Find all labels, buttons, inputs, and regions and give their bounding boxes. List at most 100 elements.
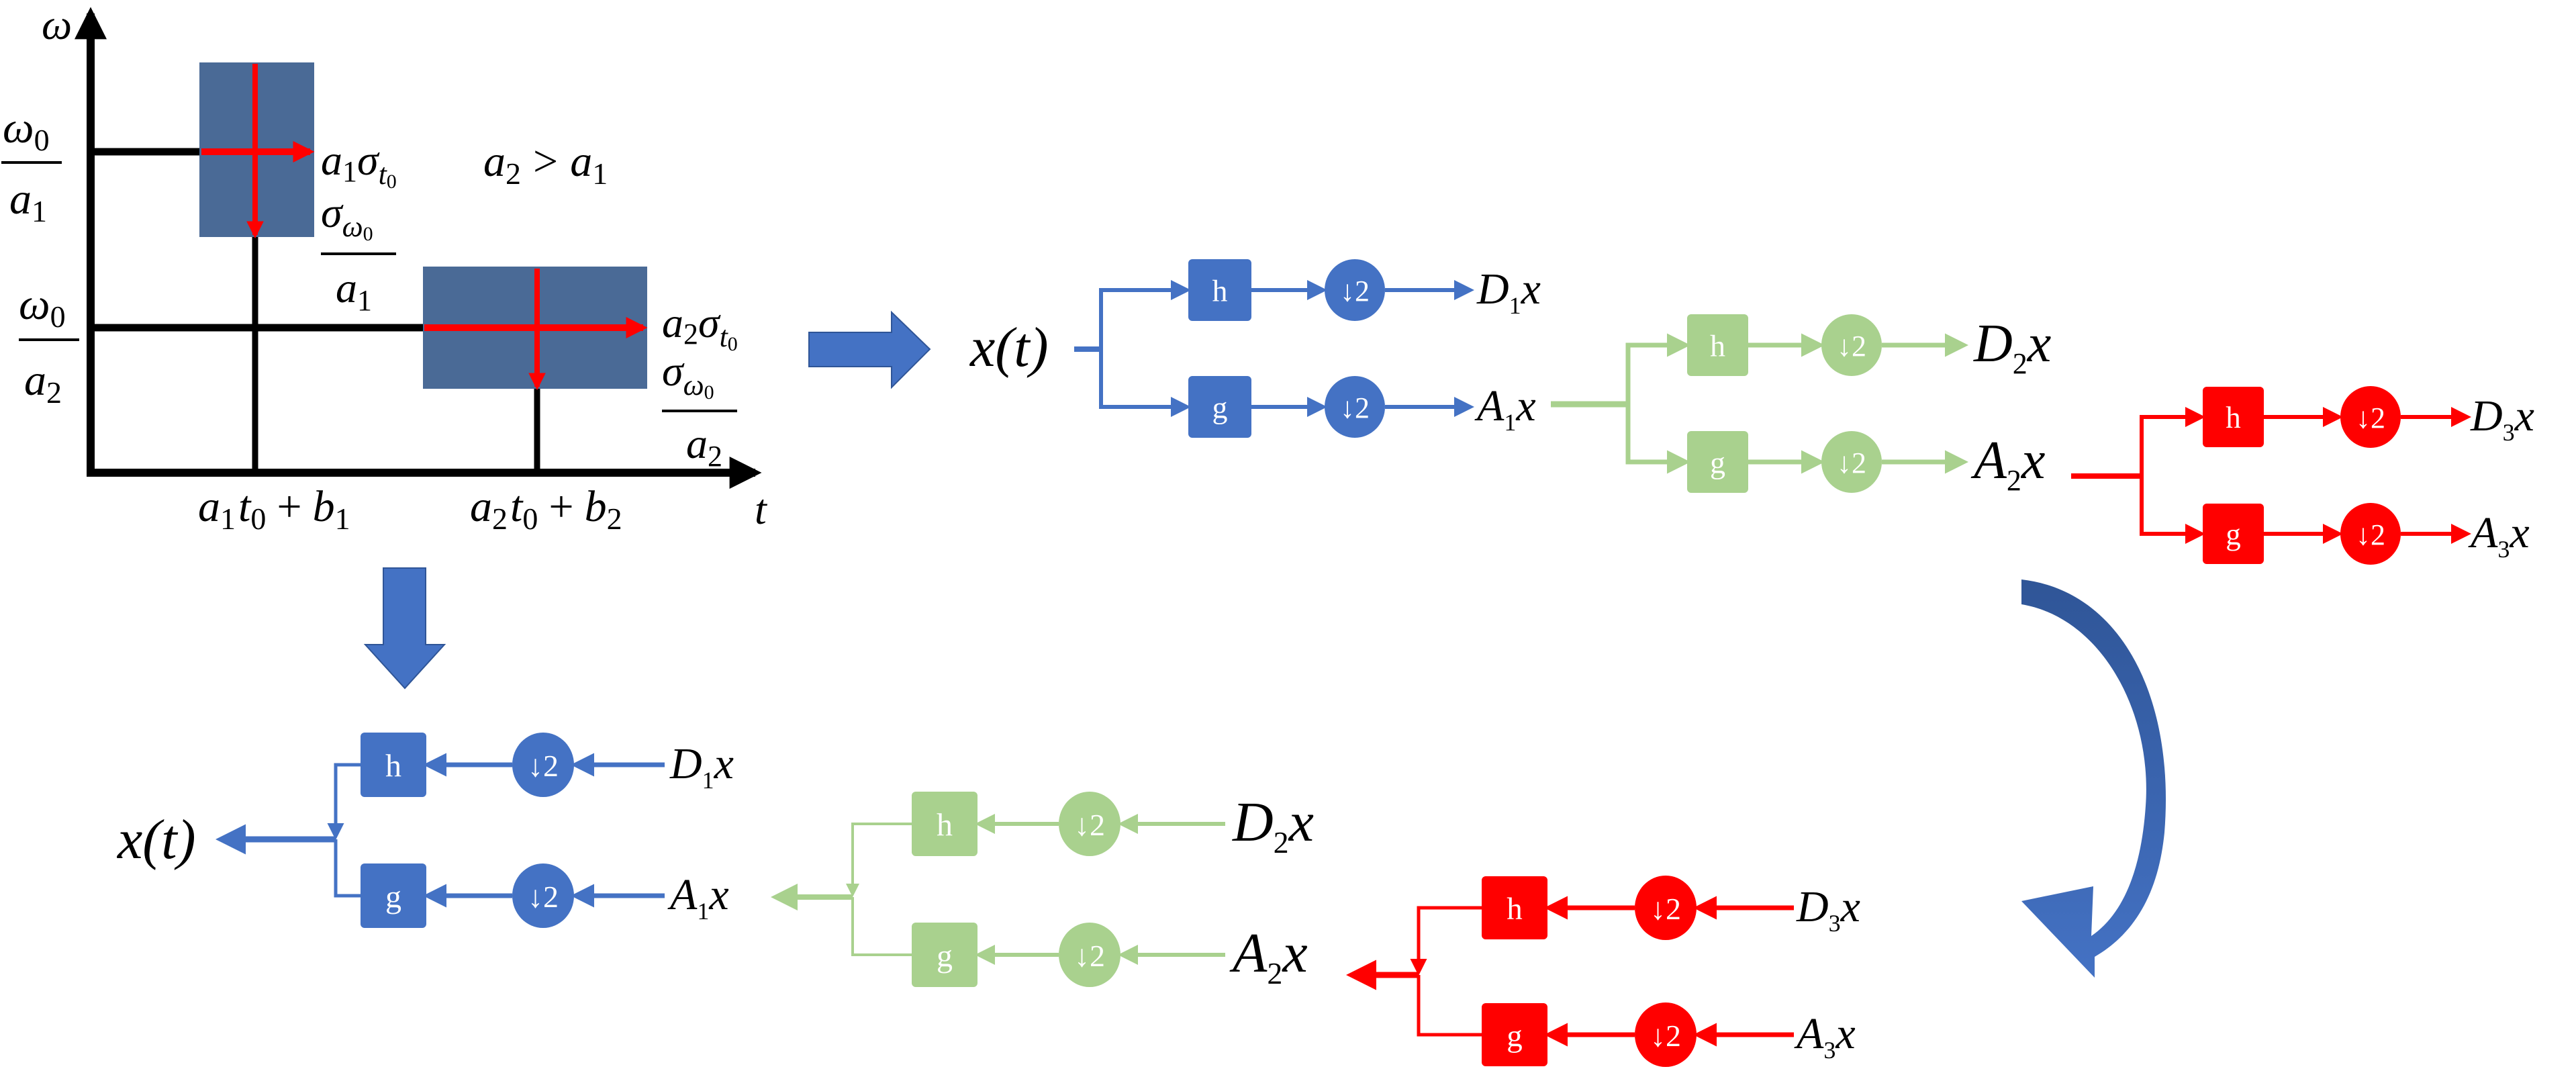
frequency-axis-label: ω [42,1,72,48]
upsample-approx: ↓2 [1635,1002,1697,1067]
svg-text:σω0: σω0 [662,347,714,404]
downsample-detail-label: ↓2 [2356,402,2385,434]
downsample-approx-label: ↓2 [1837,447,1866,479]
downsample-approx: ↓2 [2340,503,2401,565]
time-frequency-plane: ω t ω0 a1 ω0 a2 a1t0+b1 a2t0+b2 a1σt0 σω… [1,1,768,536]
synthesis-filter-g-label: g [385,879,401,915]
lowpass-input-wire [2140,476,2205,544]
svg-text:ω0: ω0 [3,103,50,157]
lowpass-merge-wire [334,839,361,898]
highpass-filter-h: h [1687,314,1748,376]
downsample-detail: ↓2 [2340,386,2401,448]
highpass-merge-wire [1410,906,1482,976]
time-axis-label: t [755,485,768,533]
upsample-detail-label: ↓2 [528,749,559,783]
upsample-approx: ↓2 [512,863,574,928]
upsample-approx: ↓2 [1059,923,1120,987]
downsample-approx: ↓2 [1325,376,1385,438]
downsample-detail: ↓2 [1821,314,1882,376]
synthesis-filter-g: g [1482,1003,1547,1066]
synthesis-filter-g: g [912,923,977,987]
detail-coefficients-label: D2x [1232,791,1314,859]
upsample-detail-label: ↓2 [1074,808,1105,842]
approx-coefficients-label: A1x [1474,381,1536,436]
svg-text:a2: a2 [24,356,62,410]
highpass-filter-h: h [1188,259,1251,321]
approx-coefficients-label: A2x [1970,431,2045,497]
lowpass-merge-wire [851,897,912,956]
synthesis-output-label: x(t) [116,808,196,871]
scale-condition: a2>a1 [483,137,608,191]
highpass-filter-h-label: h [1710,329,1725,363]
approx-coefficients-label: A1x [667,870,729,925]
synthesis-filter-g-label: g [937,938,953,974]
lowpass-filter-g-label: g [2226,518,2241,551]
svg-text:a1: a1 [336,264,372,317]
downsample-approx-label: ↓2 [1340,391,1370,424]
lowpass-filter-g: g [1687,431,1748,493]
highpass-merge-wire [327,763,361,840]
downsample-detail-label: ↓2 [1837,330,1866,363]
svg-text:a2: a2 [686,420,722,473]
tile-1-time-width-label: a1σt0 [321,136,397,193]
approx-coefficients-label: A3x [1794,1009,1856,1064]
approx-coefficients-label: A2x [1229,922,1308,990]
y-tick-omega0-over-a2: ω0 a2 [19,280,79,410]
upsample-approx-label: ↓2 [1650,1019,1681,1053]
x-tick-a1t0-plus-b1: a1t0+b1 [198,482,350,536]
lowpass-filter-g: g [2203,504,2264,564]
upsample-approx-label: ↓2 [1074,939,1105,973]
approx-coefficients-label: A3x [2468,508,2530,563]
svg-text:a1: a1 [9,175,47,228]
lowpass-filter-g-label: g [1212,391,1228,425]
synthesis-filter-h: h [361,733,426,797]
synthesis-filter-h: h [912,792,977,856]
highpass-filter-h-label: h [2226,401,2241,434]
detail-coefficients-label: D2x [1973,314,2051,380]
highpass-input-wire [1099,280,1191,349]
detail-coefficients-label: D3x [1796,882,1860,937]
downsample-detail: ↓2 [1325,259,1385,321]
synthesis-filter-h-label: h [937,807,953,843]
detail-coefficients-label: D3x [2470,391,2534,446]
highpass-filter-h: h [2203,387,2264,447]
lowpass-input-wire [1099,349,1191,417]
downsample-approx: ↓2 [1821,431,1882,493]
tile-2-time-width-label: a2σt0 [662,299,738,355]
upsample-detail: ↓2 [1635,876,1697,940]
y-tick-omega0-over-a1: ω0 a1 [1,103,62,228]
highpass-filter-h-label: h [1212,274,1228,308]
svg-text:σω0: σω0 [321,189,373,245]
synthesis-filter-g-label: g [1507,1019,1523,1054]
highpass-merge-wire [846,823,912,897]
upsample-detail: ↓2 [512,733,574,797]
synthesis-filter-g: g [361,863,426,928]
tile-2-freq-width-label: σω0 a2 [662,347,737,473]
svg-text:ω0: ω0 [19,280,66,334]
down-flow-arrow-icon [363,567,446,690]
lowpass-merge-wire [1417,975,1482,1037]
curved-flow-arrow-icon [2021,579,2166,978]
tile-1-freq-width-label: σω0 a1 [321,189,396,317]
synthesis-filter-h-label: h [385,748,401,784]
analysis-input-label: x(t) [969,316,1049,379]
highpass-input-wire [1625,333,1690,404]
downsample-detail-label: ↓2 [1340,275,1370,308]
right-flow-arrow-icon [808,310,931,389]
synthesis-filter-h: h [1482,876,1547,939]
detail-coefficients-label: D1x [669,739,734,794]
downsample-approx-label: ↓2 [2356,518,2385,551]
upsample-detail: ↓2 [1059,792,1120,856]
upsample-approx-label: ↓2 [528,880,559,914]
detail-coefficients-label: D1x [1476,265,1541,319]
highpass-input-wire [2140,407,2205,476]
lowpass-input-wire [1625,404,1690,474]
synthesis-filter-h-label: h [1507,892,1523,927]
